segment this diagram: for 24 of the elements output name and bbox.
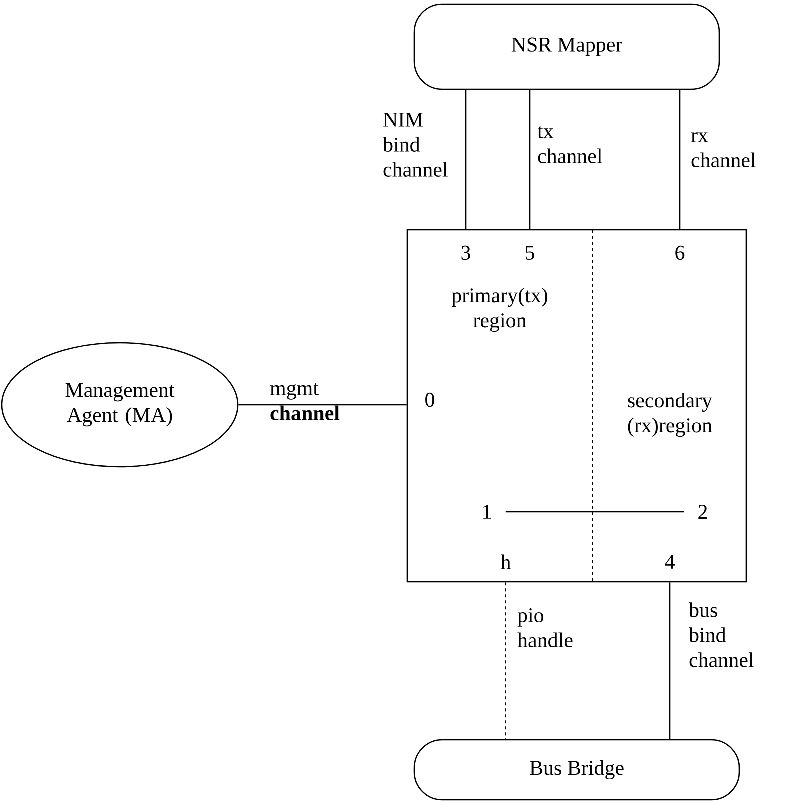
port-number: 4 — [665, 555, 675, 569]
terminal-box: Bus Bridge — [414, 739, 740, 801]
port-number: 1 — [484, 505, 491, 519]
edge-label: NIM bind channel — [383, 113, 448, 177]
port-number: 0 — [426, 392, 434, 408]
connector-line — [679, 90, 681, 230]
port-number: 6 — [676, 246, 685, 260]
edge-label: pio handle — [518, 608, 573, 648]
region-label: primary(tx) region — [452, 288, 548, 332]
edge-label: mgmt channel — [270, 383, 340, 420]
port-number: 3 — [462, 246, 470, 260]
edge-label: rx channel — [691, 132, 756, 168]
region-label: secondary (rx)region — [628, 392, 712, 438]
port-number: 5 — [526, 246, 534, 260]
terminal-box: NSR Mapper — [414, 4, 720, 90]
edge-label: bus bind channel — [689, 602, 754, 668]
connector-line — [529, 90, 531, 230]
port-number: h — [500, 554, 511, 570]
port-number: 2 — [698, 505, 708, 519]
connector-line — [465, 90, 467, 230]
connector-line — [238, 404, 407, 406]
connector-line — [669, 582, 671, 740]
connector-line — [506, 511, 684, 513]
edge-label: tx channel — [538, 126, 602, 164]
